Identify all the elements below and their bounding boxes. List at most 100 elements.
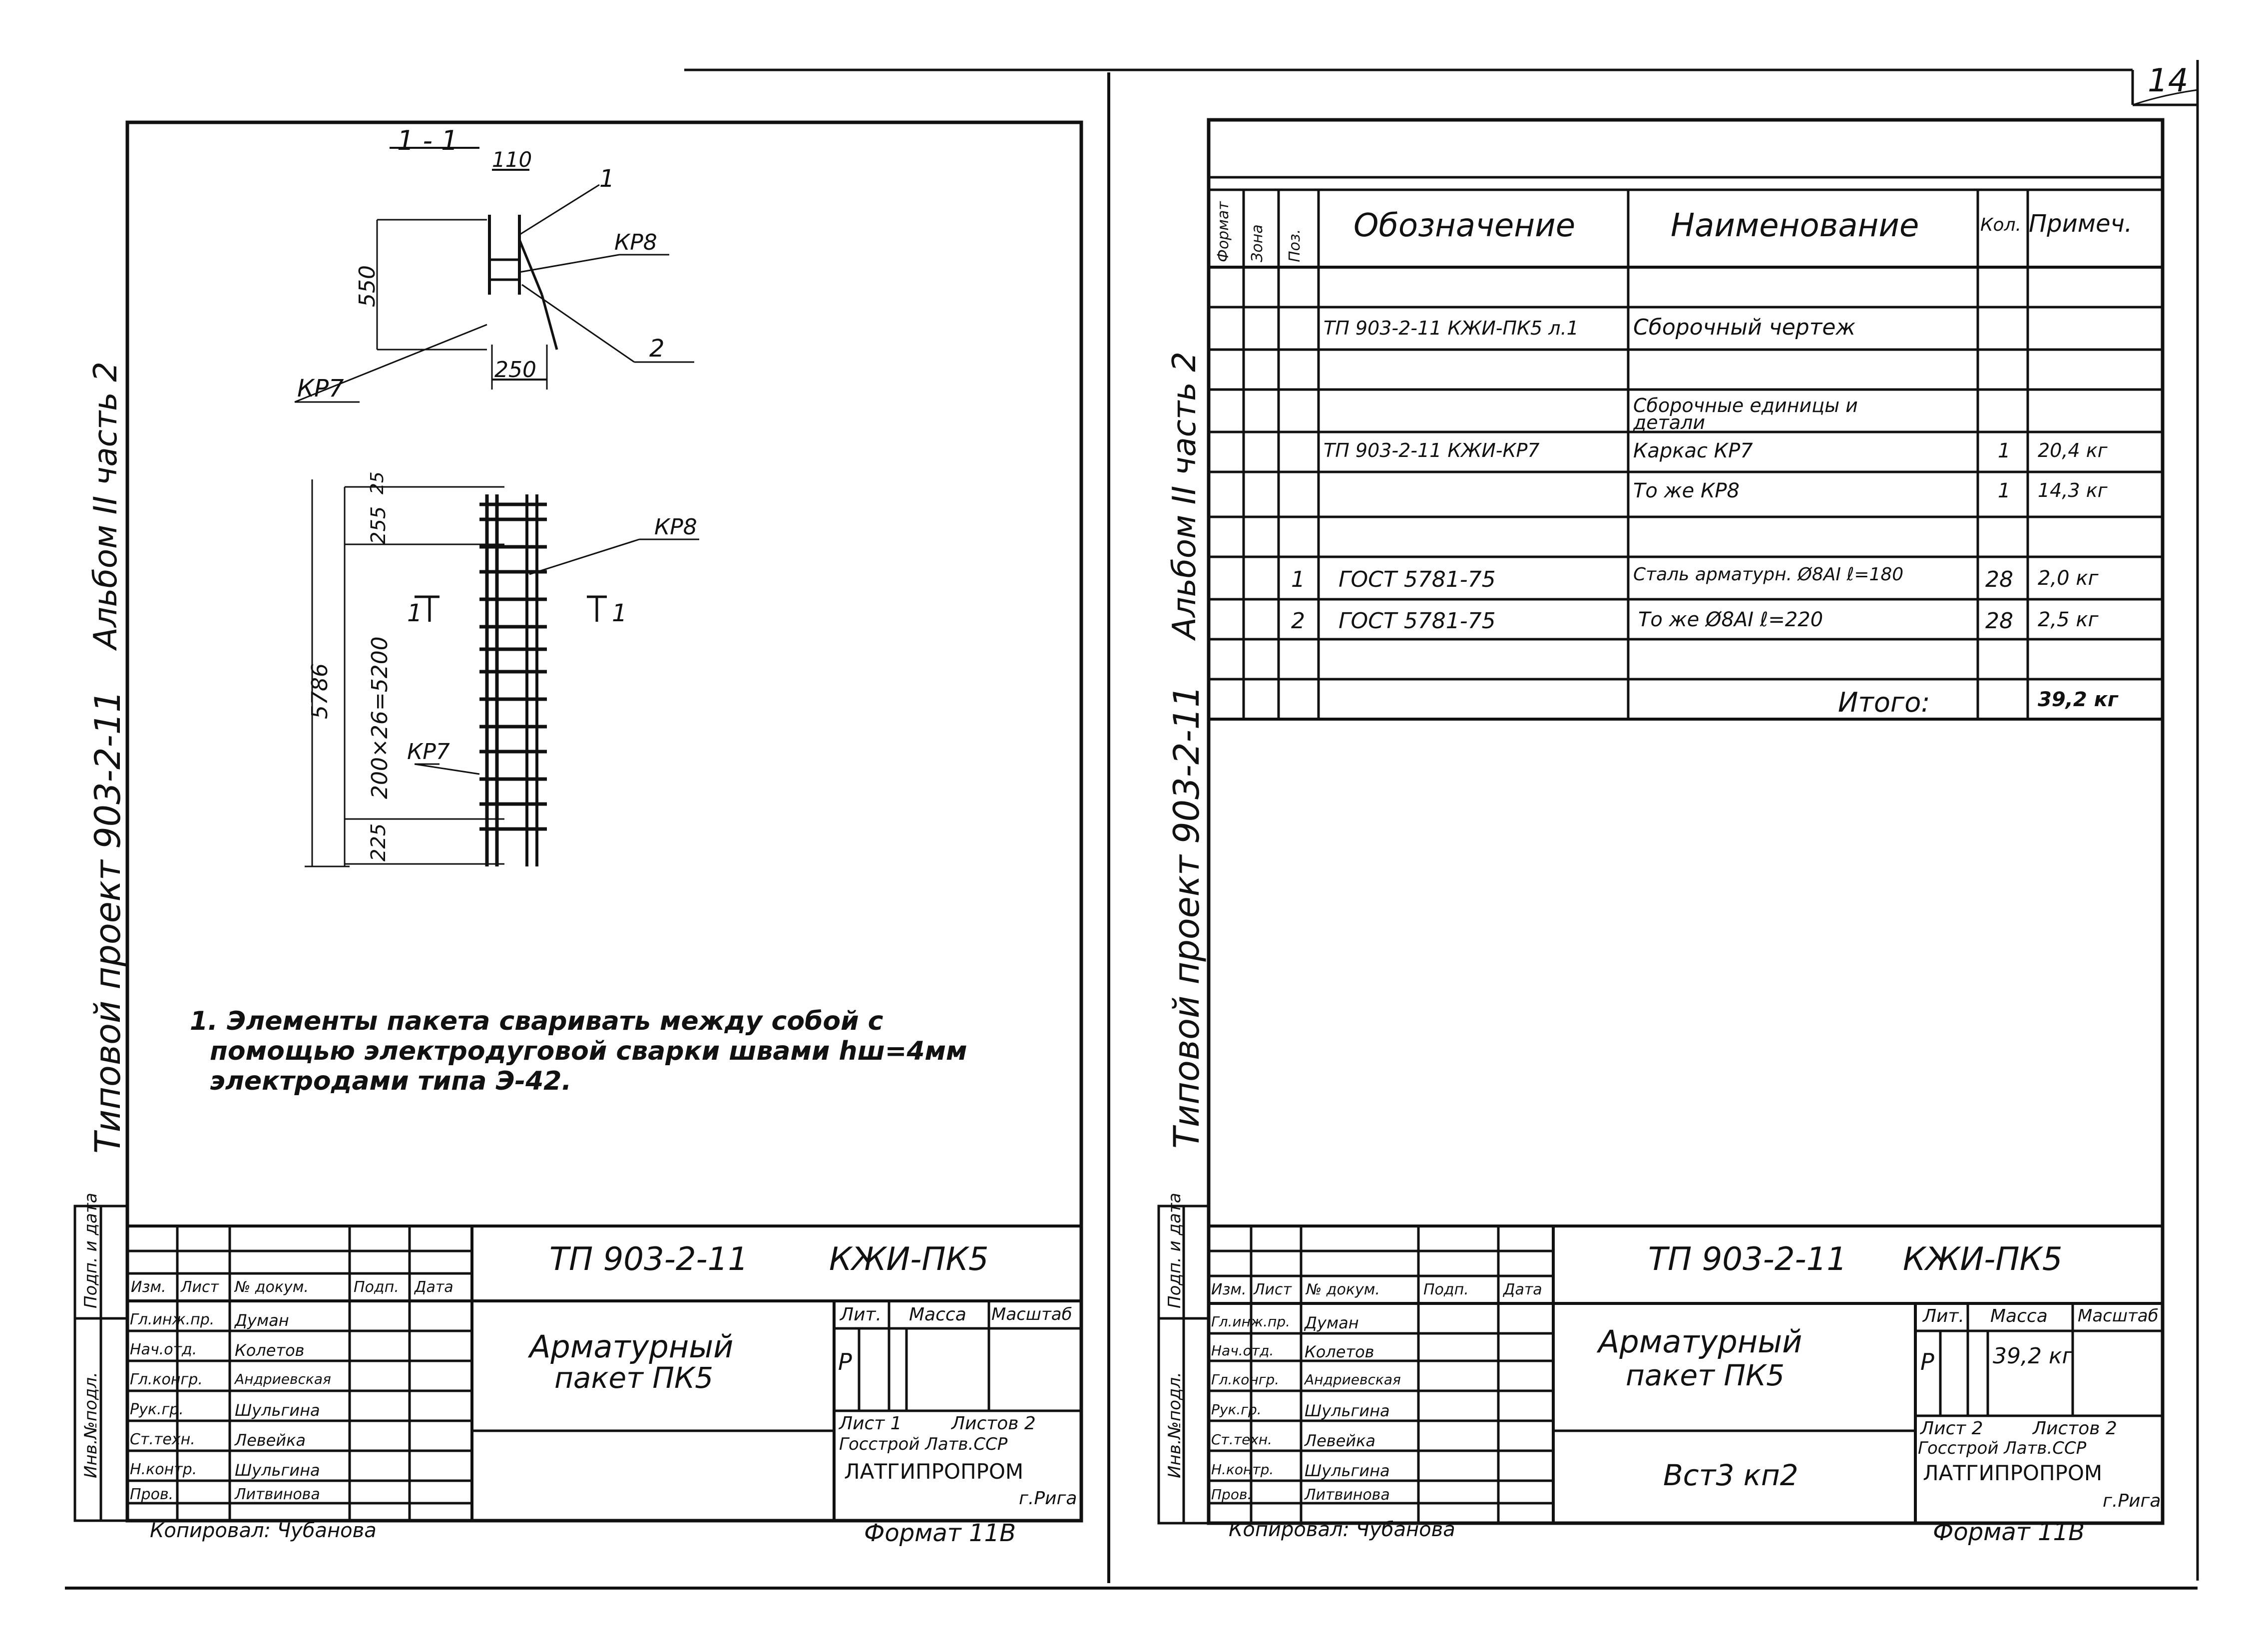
page-number: 14: [2148, 62, 2189, 99]
row4-note: 20,4 кг: [2038, 439, 2108, 461]
left-role-5: Ст.техн.: [130, 1431, 195, 1448]
right-album-caption: Альбом II часть 2: [1166, 351, 1203, 639]
dim-225: 225: [367, 823, 390, 861]
dim-200x26: 200×26=5200: [367, 636, 393, 799]
right-side-inv: Инв.№подл.: [1165, 1372, 1185, 1478]
left-name-3: Андриевская: [235, 1371, 331, 1387]
row7-note: 2,0 кг: [2038, 567, 2099, 590]
right-name-2: Колетов: [1305, 1342, 1374, 1361]
left-scale-label: Масштаб: [991, 1304, 1072, 1324]
right-mass-value: 39,2 кг: [1993, 1343, 2074, 1369]
right-copied-by: Копировал: Чубанова: [1229, 1518, 1455, 1541]
left-role-6: Н.контр.: [130, 1461, 197, 1478]
left-sheet-no: Лист 1: [839, 1413, 902, 1434]
left-name-1: Думан: [235, 1311, 289, 1330]
right-stamp-code: ТП 903-2-11: [1648, 1241, 1847, 1278]
left-name-5: Левейка: [235, 1431, 306, 1450]
left-format: Формат 11В: [864, 1519, 1016, 1547]
left-role-1: Гл.инж.пр.: [130, 1311, 215, 1328]
right-stamp-title-2: пакет ПК5: [1626, 1358, 1785, 1392]
right-sheet-no: Лист 2: [1920, 1418, 1983, 1439]
row5-qty: 1: [1998, 479, 2011, 502]
left-role-3: Гл.конгр.: [130, 1371, 203, 1388]
row8-qty: 28: [1985, 608, 2013, 634]
left-mass-label: Масса: [909, 1304, 966, 1325]
hdr-name: Наименование: [1671, 207, 1919, 244]
dim-255: 255: [367, 506, 390, 544]
row8-name: То же Ø8АI ℓ=220: [1638, 608, 1823, 631]
right-name-1: Думан: [1305, 1313, 1359, 1332]
left-album-caption: Альбом II часть 2: [87, 361, 124, 649]
right-mass-label: Масса: [1990, 1306, 2048, 1326]
callout-2: 2: [649, 335, 665, 363]
left-role-4: Рук.гр.: [130, 1401, 184, 1418]
callout-kr7: КР7: [297, 375, 344, 403]
right-name-4: Шульгина: [1305, 1401, 1390, 1420]
right-sheets-total: Листов 2: [2033, 1418, 2117, 1439]
row4-qty: 1: [1998, 439, 2011, 462]
note-line-3: электродами типа Э-42.: [210, 1066, 572, 1096]
row7-designation: ГОСТ 5781-75: [1339, 567, 1496, 592]
right-stamp-title-1: Арматурный: [1598, 1323, 1802, 1360]
row10-total-value: 39,2 кг: [2038, 688, 2118, 711]
right-lit-value: Р: [1920, 1348, 1934, 1375]
row7-pos: 1: [1291, 567, 1305, 592]
hdr-pos: Поз.: [1286, 229, 1304, 262]
left-stamp-title-1: Арматурный: [529, 1328, 734, 1365]
right-lit-label: Лит.: [1923, 1306, 1964, 1326]
right-hdr-sign: Подп.: [1423, 1281, 1469, 1298]
right-name-5: Левейка: [1305, 1431, 1376, 1450]
left-stamp-mark: КЖИ-ПК5: [829, 1241, 989, 1278]
left-side-inv: Инв.№подл.: [81, 1372, 101, 1478]
cut-mark-right: 1: [612, 599, 627, 627]
left-name-4: Шульгина: [235, 1401, 320, 1420]
right-name-3: Андриевская: [1305, 1371, 1401, 1388]
row4-designation: ТП 903-2-11 КЖИ-КР7: [1324, 439, 1540, 461]
hdr-note: Примеч.: [2029, 210, 2133, 238]
left-sheets-total: Листов 2: [951, 1413, 1036, 1434]
left-hdr-date: Дата: [415, 1278, 453, 1296]
right-name-6: Шульгина: [1305, 1461, 1390, 1480]
right-role-2: Нач.отд.: [1211, 1342, 1274, 1359]
note-line-1: 1. Элементы пакета сваривать между собой…: [190, 1006, 884, 1036]
left-side-sign: Подп. и дата: [81, 1193, 101, 1308]
left-copied-by: Копировал: Чубанова: [150, 1519, 377, 1542]
row7-name: Сталь арматурн. Ø8АI ℓ=180: [1633, 564, 1904, 585]
left-role-7: Пров.: [130, 1486, 174, 1503]
right-stamp-mark: КЖИ-ПК5: [1903, 1241, 2063, 1278]
left-stamp-code: ТП 903-2-11: [549, 1241, 749, 1278]
left-org-2: ЛАТГИПРОПРОМ: [844, 1459, 1024, 1484]
right-role-1: Гл.инж.пр.: [1211, 1313, 1291, 1330]
right-role-5: Ст.техн.: [1211, 1431, 1273, 1448]
left-name-7: Литвинова: [235, 1486, 320, 1503]
dim-5786: 5786: [307, 663, 333, 719]
row8-note: 2,5 кг: [2038, 608, 2099, 631]
left-project-caption: Типовой проект 903-2-11: [87, 690, 128, 1154]
left-lit-value: Р: [838, 1348, 852, 1375]
right-role-6: Н.контр.: [1211, 1461, 1274, 1478]
hdr-zone: Зона: [1249, 224, 1266, 262]
row1-designation: ТП 903-2-11 КЖИ-ПК5 л.1: [1324, 317, 1579, 339]
left-hdr-izm: Изм.: [131, 1278, 166, 1296]
hdr-format: Формат: [1215, 201, 1232, 262]
right-project-caption: Типовой проект 903-2-11: [1166, 685, 1207, 1149]
cut-mark-left: 1: [407, 599, 423, 627]
right-city: г.Рига: [2103, 1491, 2161, 1511]
left-lit-label: Лит.: [840, 1304, 882, 1325]
dim-110: 110: [492, 147, 532, 172]
right-org-2: ЛАТГИПРОПРОМ: [1923, 1461, 2103, 1485]
row1-name: Сборочный чертеж: [1633, 315, 1856, 340]
row5-name: То же КР8: [1633, 479, 1740, 502]
dim-250: 250: [494, 357, 536, 383]
left-city: г.Рига: [1019, 1488, 1077, 1509]
right-name-7: Литвинова: [1305, 1486, 1390, 1504]
left-org-1: Госстрой Латв.ССР: [839, 1434, 1008, 1454]
right-hdr-list: Лист: [1254, 1281, 1292, 1298]
right-scale-label: Масштаб: [2078, 1306, 2159, 1326]
dim-25: 25: [367, 471, 388, 494]
callout-1: 1: [599, 165, 615, 193]
callout-kr8: КР8: [614, 230, 657, 255]
left-name-6: Шульгина: [235, 1461, 320, 1480]
row8-pos: 2: [1291, 608, 1305, 634]
right-role-3: Гл.конгр.: [1211, 1371, 1280, 1388]
